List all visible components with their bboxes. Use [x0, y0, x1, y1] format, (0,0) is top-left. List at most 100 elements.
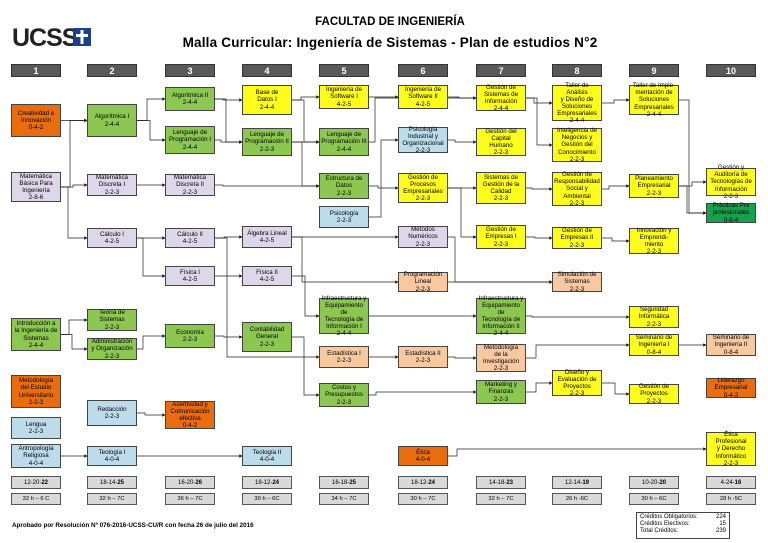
course-estructura-datos: Estructura de Datos 2-2-3	[319, 173, 369, 199]
hours-cell-5: 34 h – 7C	[319, 493, 369, 505]
column-header-5: 5	[319, 64, 369, 77]
prerequisite-link	[526, 315, 630, 319]
totals-row-elective: Créditos Electivos:15	[640, 521, 726, 528]
course-mat-discreta2: Matemática Discreta II 2-2-3	[165, 174, 215, 196]
course-taller-implementacion: Taller de Imple- mentación de Soluciones…	[629, 82, 679, 118]
course-inteligencia-negocios: Inteligencia de Negocios y Gestión del C…	[552, 127, 602, 163]
course-diseno-proyectos: Diseño y Evaluación de Proyectos 2-2-3	[552, 369, 602, 397]
column-header-6: 6	[398, 64, 448, 77]
course-asertividad: Asertividad y Comunicación efectiva 0-4-…	[165, 401, 215, 429]
prerequisite-link	[526, 97, 553, 147]
course-fisica1: Física I 4-2-5	[165, 266, 215, 286]
course-administracion: Administración y Organización 2-2-3	[87, 338, 137, 360]
course-costos: Costos y Presupuestos 2-2-3	[319, 383, 369, 407]
credit-totals: Créditos Obligatorios:224 Créditos Elect…	[636, 512, 730, 539]
cross-logo-icon	[73, 28, 91, 46]
course-calculo2: Cálculo II 4-2-5	[165, 228, 215, 248]
approval-note: Aprobado por Resolución Nº 076-2016-UCSS…	[12, 522, 254, 529]
course-teologia2: Teología II 4-0-4	[242, 446, 292, 466]
course-seminario2: Seminario de Ingeniería II 0-8-4	[706, 334, 756, 356]
prerequisite-link	[137, 237, 166, 278]
credits-cell-10: 4-24-16	[706, 476, 756, 489]
course-planeamiento: Planeamiento Empresarial 2-2-3	[629, 174, 679, 198]
course-etica: Ética 4-0-4	[398, 446, 448, 466]
prerequisite-link	[215, 98, 243, 144]
course-practicas: Prácticas Pre profesionales 0-8-4	[706, 202, 756, 224]
course-teologia1: Teología I 4-0-4	[87, 446, 137, 466]
course-creatividad: Creatividad e Innovación 0-4-2	[11, 104, 61, 137]
logo-text: UCSS	[12, 24, 78, 52]
course-gestion-empresas1: Gestión de Empresas I 2-2-3	[476, 225, 526, 249]
credits-cell-3: 16-20-26	[165, 476, 215, 489]
hours-cell-9: 30 h – 6C	[629, 493, 679, 505]
course-innovacion: Innovación y Emprendi- miento 2-2-3	[629, 227, 679, 255]
column-header-2: 2	[87, 64, 137, 77]
course-calculo1: Cálculo I 4-2-5	[87, 228, 137, 248]
course-lenguaje-prog2: Lenguaje de Programación II 2-2-3	[242, 128, 292, 156]
prerequisite-link	[61, 186, 88, 240]
prerequisite-link	[137, 334, 166, 350]
credits-cell-2: 18-14-25	[87, 476, 137, 489]
prerequisite-link	[292, 275, 320, 318]
prerequisite-link	[602, 237, 630, 243]
column-header-10: 10	[706, 64, 756, 77]
prerequisite-link	[61, 118, 88, 188]
prerequisite-link	[215, 184, 320, 188]
prerequisite-link	[292, 99, 320, 144]
course-taller-analisis: Taller de Análisis y Diseño de Solucione…	[552, 82, 602, 124]
prerequisite-link	[448, 236, 553, 284]
prerequisite-link	[448, 447, 707, 457]
prerequisite-link	[448, 187, 477, 239]
prerequisite-link	[292, 141, 320, 188]
prerequisite-link	[448, 356, 477, 360]
course-gestion-responsabilidad: Gestión de Responsabilidad Social y Ambi…	[552, 171, 602, 207]
prerequisite-link	[137, 120, 166, 142]
course-liderazgo: Liderazgo Empresarial 0-4-2	[706, 377, 756, 399]
course-intro-ing: Introducción a la Ingeniería de Sistemas…	[11, 318, 61, 351]
course-algoritmica1: Algorítmica I 2-4-4	[87, 104, 137, 137]
faculty-title: FACULTAD DE INGENIERÍA	[315, 16, 465, 28]
course-infraestructura1: Infraestructura y Equipamiento de Tecnol…	[319, 295, 369, 337]
course-antropologia: Antropología Religiosa 4-0-4	[11, 444, 61, 468]
hours-cell-1: 32 h – 6 C	[11, 493, 61, 505]
course-ing-software1: Ingeniería de Software I 4-2-5	[319, 85, 369, 109]
course-infraestructura2: Infraestructura y Equipamiento de Tecnol…	[476, 295, 526, 337]
course-algebra-lineal: Álgebra Lineal 4-2-5	[242, 226, 292, 248]
column-header-1: 1	[11, 64, 61, 77]
course-sistemas-calidad: Sistemas de Gestión de la Calidad 2-2-3	[476, 172, 526, 204]
hours-cell-2: 32 h – 7C	[87, 493, 137, 505]
credits-cell-9: 10-20-20	[629, 476, 679, 489]
hours-cell-8: 26 h -6C	[552, 493, 602, 505]
prerequisite-link	[61, 318, 88, 335]
course-matematica-basica: Matemática Básica Para Ingeniería 2-8-6	[11, 172, 61, 202]
course-gestion-proyectos: Gestión de Proyectos 2-2-3	[629, 383, 679, 405]
totals-row-mandatory: Créditos Obligatorios:224	[640, 514, 726, 520]
course-algoritmica2: Algorítmica II 2-4-4	[165, 87, 215, 111]
course-psicologia-ind: Psicología Industrial y Organizacional 2…	[398, 126, 448, 154]
course-base-datos1: Base de Datos I 2-4-4	[242, 85, 292, 115]
column-header-4: 4	[242, 64, 292, 77]
prerequisite-link	[215, 139, 243, 144]
column-header-9: 9	[629, 64, 679, 77]
course-mat-discreta1: Matemática Discreta I 2-2-3	[87, 174, 137, 196]
course-simulacion: Simulación de Sistemas 2-2-3	[552, 271, 602, 293]
hours-cell-10: 28 h -5C	[706, 493, 756, 505]
prerequisite-link	[448, 139, 477, 144]
prerequisite-link	[137, 412, 166, 417]
prerequisite-link	[526, 236, 553, 240]
credits-cell-6: 18-12-24	[398, 476, 448, 489]
prerequisite-link	[215, 237, 320, 359]
prerequisite-link	[526, 187, 553, 191]
credits-cell-5: 16-18-25	[319, 476, 369, 489]
totals-row-total: Total Créditos:239	[640, 528, 726, 535]
course-estadistica1: Estadística I 2-2-3	[319, 346, 369, 368]
course-redaccion: Redacción 2-2-3	[87, 400, 137, 426]
prerequisite-link	[292, 95, 320, 101]
hours-cell-7: 32 h – 7C	[476, 493, 526, 505]
course-psicologia: Psicología 2-2-3	[319, 206, 369, 228]
column-header-8: 8	[552, 64, 602, 77]
prerequisite-link	[679, 99, 707, 215]
course-marketing: Marketing y Finanzas 2-2-3	[476, 380, 526, 404]
prerequisite-link	[292, 236, 399, 284]
credits-cell-7: 14-18-23	[476, 476, 526, 489]
